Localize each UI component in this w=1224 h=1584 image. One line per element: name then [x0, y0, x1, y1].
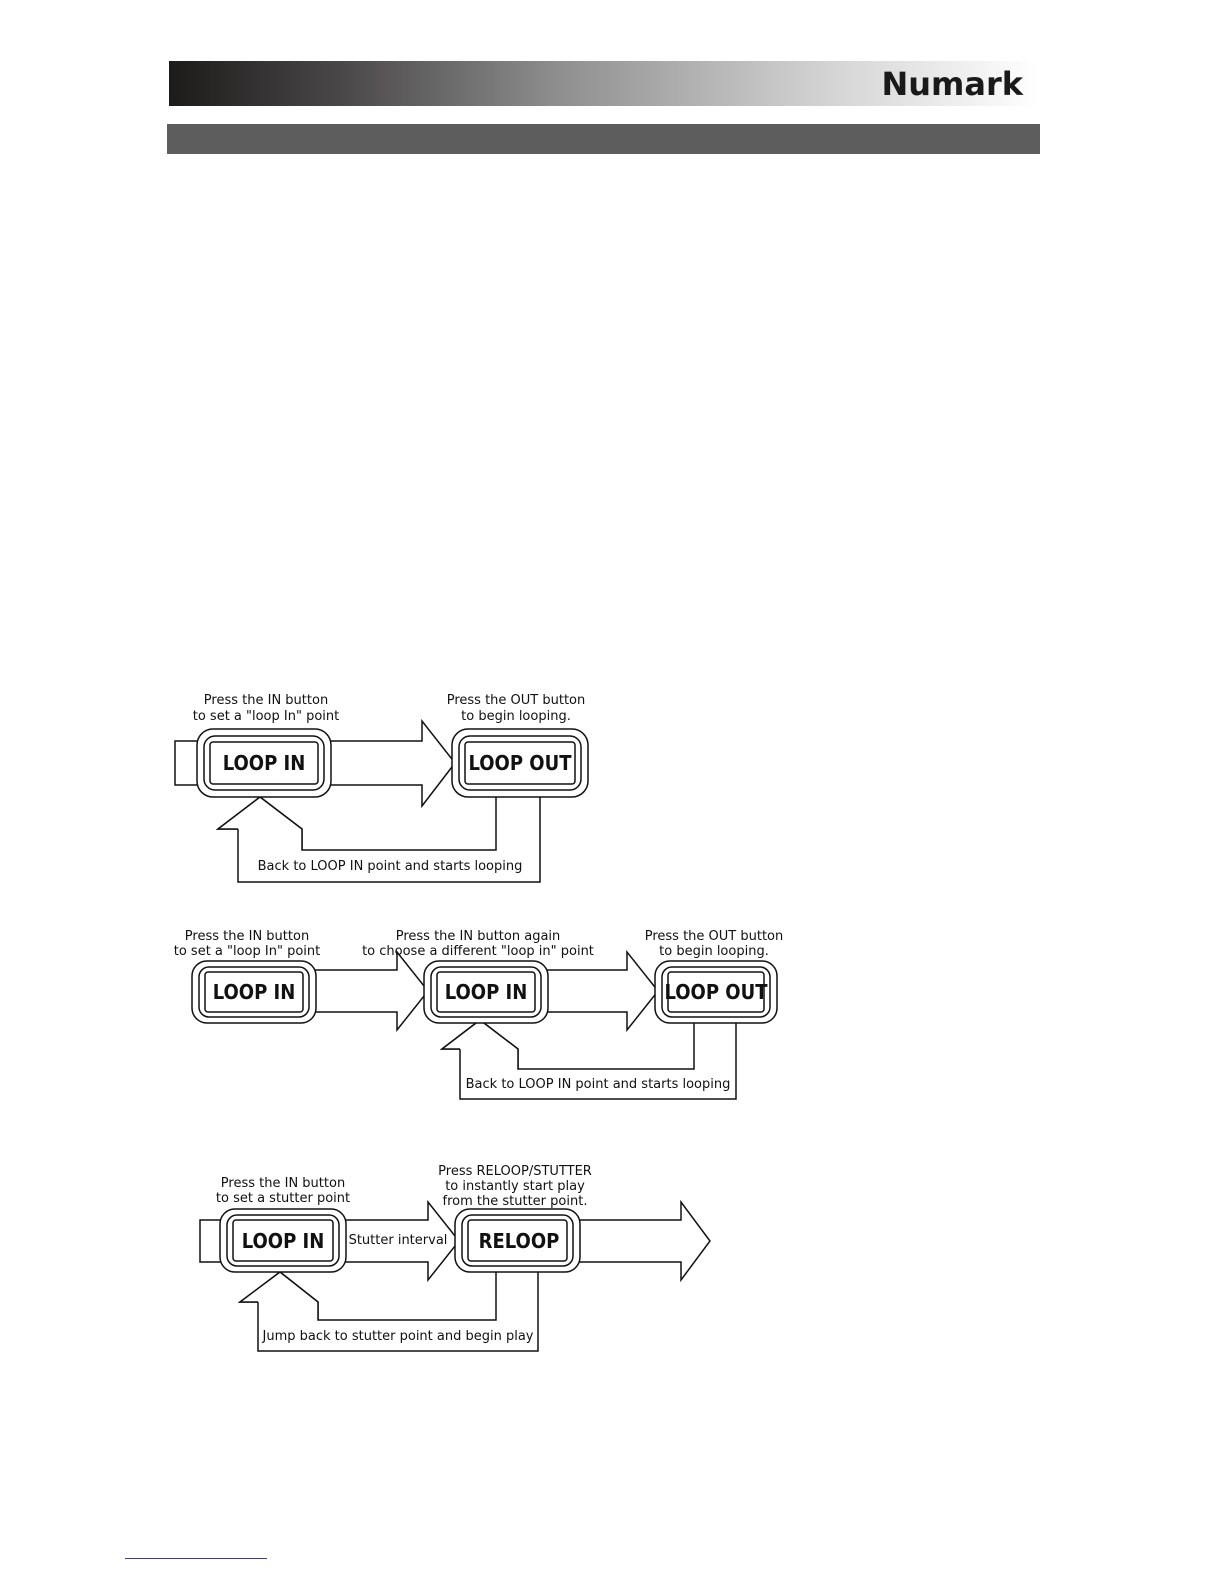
footnote-rule: [125, 1558, 267, 1559]
play-arrow: [577, 1199, 711, 1283]
numark-logo: Numark: [881, 65, 1023, 103]
caption-reloop-line3: from the stutter point.: [443, 1194, 588, 1209]
caption-again-line1: Press the IN button again: [396, 929, 561, 944]
return-label: Back to LOOP IN point and starts looping: [258, 859, 523, 874]
loop-in-label: LOOP IN: [223, 751, 306, 775]
loop-in-2-label: LOOP IN: [445, 980, 528, 1004]
caption-reloop-line1: Press RELOOP/STUTTER: [438, 1164, 592, 1179]
caption-out-line2: to begin looping.: [461, 709, 571, 724]
header-bar: Numark: [169, 61, 1039, 106]
caption-in-line1: Press the IN button: [185, 929, 309, 944]
forward-arrow-2: [543, 949, 659, 1033]
reloop-label: RELOOP: [479, 1229, 560, 1253]
return-label: Back to LOOP IN point and starts looping: [466, 1077, 731, 1092]
loop-in-1-label: LOOP IN: [213, 980, 296, 1004]
loop-in-label: LOOP IN: [242, 1229, 325, 1253]
loop-out-label: LOOP OUT: [665, 980, 769, 1004]
forward-arrow: [324, 718, 456, 809]
loop-out-label: LOOP OUT: [469, 751, 573, 775]
entry-arrow: [199, 1219, 223, 1263]
loop-in-button-face: [209, 741, 319, 785]
section-title-bar: [167, 124, 1040, 154]
caption-in-line1: Press the IN button: [204, 693, 328, 708]
stutter-interval-arrow: [341, 1199, 460, 1283]
loop-out-button-face: [464, 741, 576, 785]
caption-reloop-line2: to instantly start play: [445, 1179, 585, 1194]
caption-out-line2: to begin looping.: [659, 944, 769, 959]
caption-out-line1: Press the OUT button: [447, 693, 586, 708]
caption-in-line2: to set a "loop In" point: [193, 709, 340, 724]
caption-out-line1: Press the OUT button: [645, 929, 784, 944]
stutter-interval-label: Stutter interval: [349, 1233, 448, 1248]
caption-in-line2: to set a "loop In" point: [174, 944, 321, 959]
return-label: Jump back to stutter point and begin pla…: [262, 1329, 534, 1344]
forward-arrow-1: [311, 949, 429, 1033]
caption-in-line2: to set a stutter point: [216, 1191, 350, 1206]
caption-again-line2: to choose a different "loop in" point: [362, 944, 594, 959]
caption-in-line1: Press the IN button: [221, 1176, 345, 1191]
